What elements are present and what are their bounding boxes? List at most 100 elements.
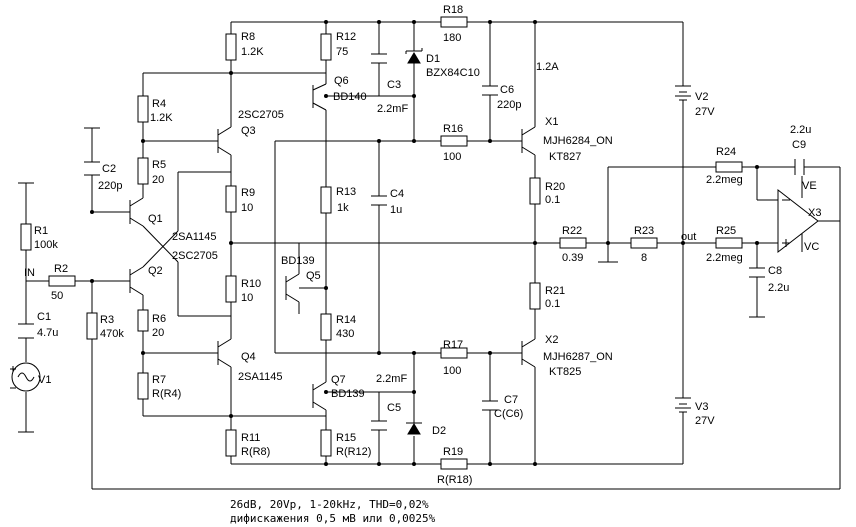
value-c9: 2.2u [790,124,811,136]
resistor-r11 [225,429,237,457]
resistor-r20 [529,177,541,205]
resistor-r17 [440,347,468,359]
spec-line-2: дифискажения 0,5 мВ или 0,0025% [230,512,436,525]
capacitor-c4 [371,195,387,206]
signal-source-v1 [10,362,41,392]
value-c3: 2.2mF [377,103,408,115]
part-x2: MJH6287_ON [543,351,613,363]
value-r8: 1.2K [241,46,264,58]
value-r6: 20 [152,327,164,339]
label-c8: C8 [768,265,782,277]
label-r6: R6 [152,313,166,325]
value-r19: R(R18) [437,474,472,486]
pin-vc: VC [804,241,819,253]
label-r1: R1 [34,225,48,237]
part-q2: 2SC2705 [172,250,218,262]
value-r22: 0.39 [562,252,583,264]
value-c5: 2.2mF [376,373,407,385]
capacitor-c9 [794,159,805,175]
label-r24: R24 [716,146,736,158]
label-r15: R15 [336,432,356,444]
value-r1: 100k [34,239,58,251]
supply-v2 [675,85,691,101]
resistor-r21 [529,282,541,310]
label-d2: D2 [432,425,446,437]
value-r14: 430 [336,328,354,340]
label-r4: R4 [152,98,166,110]
label-r5: R5 [152,159,166,171]
value-r12: 75 [336,46,348,58]
value-r7: R(R4) [152,388,181,400]
label-x1: X1 [545,116,558,128]
label-q3: Q3 [241,125,256,137]
capacitor-c1 [18,323,34,339]
value-r24: 2.2meg [706,174,743,186]
diode-d2 [406,422,422,435]
label-c1: C1 [37,311,51,323]
label-x2: X2 [545,334,558,346]
value-r3: 470k [100,328,124,340]
label-r17: R17 [443,339,463,351]
part-d1: BZX84C10 [426,67,480,79]
value-r11: R(R8) [241,446,270,458]
resistor-r16 [440,135,468,147]
resistor-r3 [86,312,98,340]
label-r25: R25 [716,225,736,237]
label-r21: R21 [545,285,565,297]
label-c7: C7 [504,394,518,406]
part-q4: 2SA1145 [238,371,282,383]
label-q6: Q6 [334,75,349,87]
label-r16: R16 [443,123,463,135]
wires [18,21,841,490]
label-r8: R8 [241,31,255,43]
value-r21: 0.1 [545,298,560,310]
label-d1: D1 [426,53,440,65]
label-v2: V2 [695,91,708,103]
part-q1: 2SA1145 [172,231,216,243]
value-c6: 220p [497,99,521,111]
resistor-r1 [20,223,32,251]
capacitor-c6 [482,85,498,96]
label-r19: R19 [443,446,463,458]
current-note: 1.2A [536,61,559,73]
resistors [20,16,743,470]
label-x3: X3 [808,207,821,219]
spec-notes: 26dB, 20Vp, 1-20kHz, THD=0,02% дифискаже… [230,498,436,525]
resistor-r19 [440,458,468,470]
capacitor-c2 [84,161,100,176]
label-q5: Q5 [306,270,321,282]
junctions [90,20,759,466]
value-c7: C(C6) [494,408,523,420]
capacitor-c3 [371,53,387,64]
value-c4: 1u [390,204,402,216]
value-r20: 0.1 [545,194,560,206]
label-r2: R2 [54,263,68,275]
label-r11: R11 [241,432,260,444]
label-r20: R20 [545,181,565,193]
value-r5: 20 [152,174,164,186]
label-r14: R14 [336,314,356,326]
label-r22: R22 [562,225,582,237]
part-q7: BD139 [331,388,365,400]
label-r18: R18 [443,4,463,16]
value-r10: 10 [241,292,253,304]
label-r13: R13 [336,186,356,198]
value-c2: 220p [98,180,122,192]
value-r4: 1.2K [150,112,173,124]
value-r16: 100 [443,151,461,163]
value-r23: 8 [641,252,647,264]
capacitors [18,53,805,431]
value-c1: 4.7u [37,327,58,339]
resistor-r24 [715,161,743,173]
resistor-r22 [559,237,587,249]
resistor-r13 [320,186,332,214]
label-c3: C3 [387,79,401,91]
label-r23: R23 [634,225,654,237]
pin-ve: VE [802,180,817,192]
resistor-r4 [137,95,149,123]
label-c9: C9 [792,139,806,151]
part-q5: BD139 [281,255,315,267]
label-r9: R9 [241,187,255,199]
resistor-r2 [48,275,76,287]
